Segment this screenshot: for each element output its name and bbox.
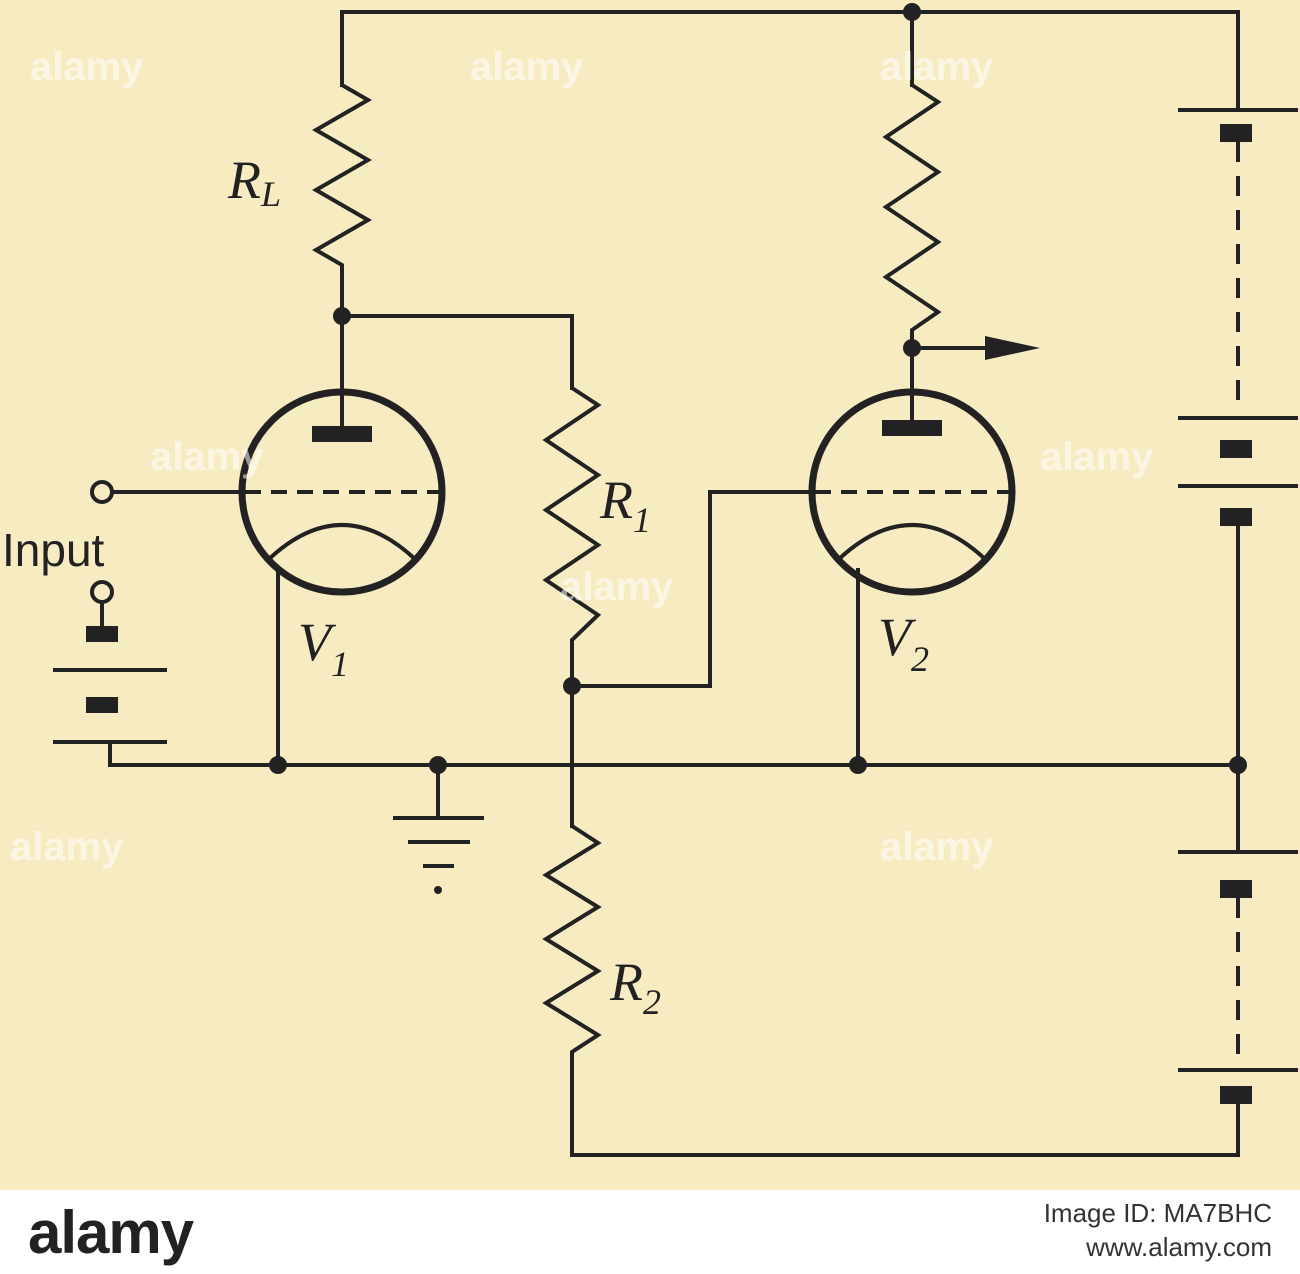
junction-dot (903, 339, 921, 357)
output-arrow (985, 336, 1040, 360)
image-id-text: Image ID: MA7BHC (1043, 1198, 1272, 1228)
label-v1: V1 (298, 612, 349, 684)
wire-top-rail (340, 10, 1240, 112)
watermark-text: alamy (880, 825, 994, 869)
label-input: Input (2, 524, 105, 576)
watermark-text: alamy (150, 435, 264, 479)
site-logo[interactable]: alamy (28, 1199, 194, 1266)
watermark-text: alamy (560, 565, 674, 609)
amplifier-schematic: RL R1 R2 V1 V2 Input alamy alamy alamy a… (2, 3, 1298, 1157)
ground-symbol (393, 763, 484, 894)
plate-battery (1178, 108, 1298, 526)
tube-v1 (238, 388, 446, 596)
junction-dot (903, 3, 921, 21)
watermark-text: alamy (10, 825, 124, 869)
label-rl: RL (227, 150, 281, 214)
bias-supply-battery (1178, 850, 1298, 1104)
resistor-v2-load (882, 83, 942, 420)
watermark-layer: alamy alamy alamy alamy alamy alamy alam… (10, 45, 1154, 869)
junction-dot (1229, 756, 1247, 774)
input-terminal-top (90, 480, 114, 504)
resistor-r1 (542, 386, 602, 686)
watermark-text: alamy (1040, 435, 1154, 479)
resistor-r2 (542, 824, 602, 1155)
junction-dot (429, 756, 447, 774)
label-v2: V2 (878, 607, 929, 679)
footer-bar: alamy Image ID: MA7BHC www.alamy.com (0, 1190, 1300, 1274)
wire-junction-to-v2-grid (570, 490, 812, 688)
junction-dot (563, 677, 581, 695)
wire-v1-plate-to-r1 (340, 314, 574, 390)
watermark-text: alamy (30, 45, 144, 89)
wire-bottom-rail (570, 1098, 1240, 1157)
watermark-text: alamy (880, 45, 994, 89)
label-r1: R1 (599, 470, 651, 540)
label-r2: R2 (609, 952, 661, 1022)
schematic-panel: RL R1 R2 V1 V2 Input alamy alamy alamy a… (0, 0, 1300, 1190)
bias-battery (53, 626, 167, 744)
junction-dot (333, 307, 351, 325)
input-terminal-bottom (90, 580, 114, 604)
site-url-text[interactable]: www.alamy.com (1086, 1232, 1272, 1262)
junction-dot (849, 756, 867, 774)
junction-dot (269, 756, 287, 774)
watermark-text: alamy (470, 45, 584, 89)
resistor-rl (311, 83, 373, 316)
tube-v2 (808, 388, 1016, 596)
